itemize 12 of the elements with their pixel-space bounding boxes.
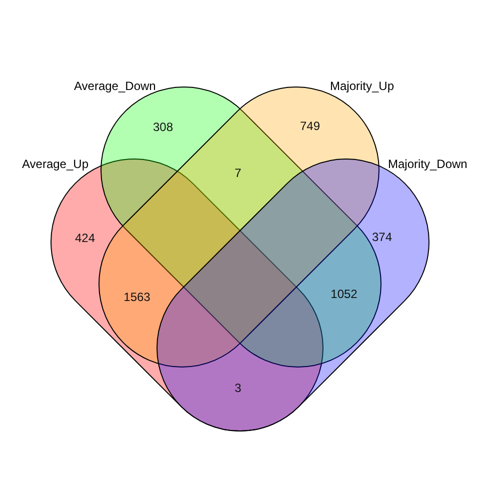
region-count: 1052 (330, 287, 358, 301)
region-count: 749 (300, 119, 320, 133)
region-count: 7 (234, 166, 242, 180)
region-count: 308 (152, 120, 174, 134)
region-count: 424 (74, 231, 96, 245)
region-count: 1563 (124, 290, 150, 304)
set-label: Average_Up (22, 157, 88, 171)
region-count: 374 (372, 230, 392, 244)
set-label: Majority_Up (330, 79, 394, 93)
set-label: Majority_Down (388, 157, 468, 171)
region-count: 3 (234, 381, 242, 395)
set-label: Average_Down (74, 79, 156, 93)
